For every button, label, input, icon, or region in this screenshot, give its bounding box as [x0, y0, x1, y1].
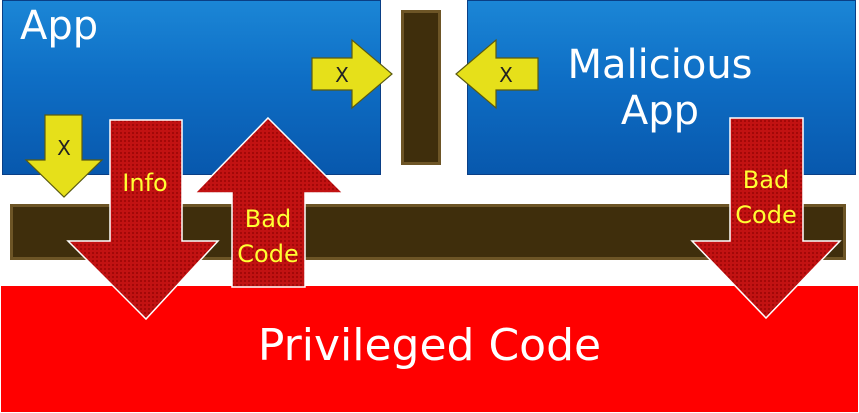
malicious-left-x-mark: X: [499, 63, 513, 87]
info-arrow: [66, 119, 220, 321]
app-down-blocked-arrow: [24, 114, 104, 198]
vertical-isolation-barrier: [401, 10, 441, 165]
bad-code-down-label-line2: Code: [735, 201, 796, 229]
app-right-x-mark: X: [335, 63, 349, 87]
bad-code-down-arrow: [690, 117, 842, 320]
bad-code-up-label-line1: Bad: [245, 205, 291, 233]
malicious-to-left-blocked-arrow: [455, 38, 539, 110]
app-to-right-blocked-arrow: [311, 38, 393, 110]
bad-code-down-label-line1: Bad: [743, 166, 789, 194]
bad-code-up-label-line2: Code: [237, 240, 298, 268]
malicious-app-label: Malicious App: [567, 42, 753, 134]
app-label: App: [20, 3, 99, 49]
privileged-code-label: Privileged Code: [257, 320, 602, 371]
info-arrow-label: Info: [122, 169, 167, 197]
app-down-x-mark: X: [57, 136, 71, 160]
bad-code-up-arrow: [193, 116, 345, 288]
